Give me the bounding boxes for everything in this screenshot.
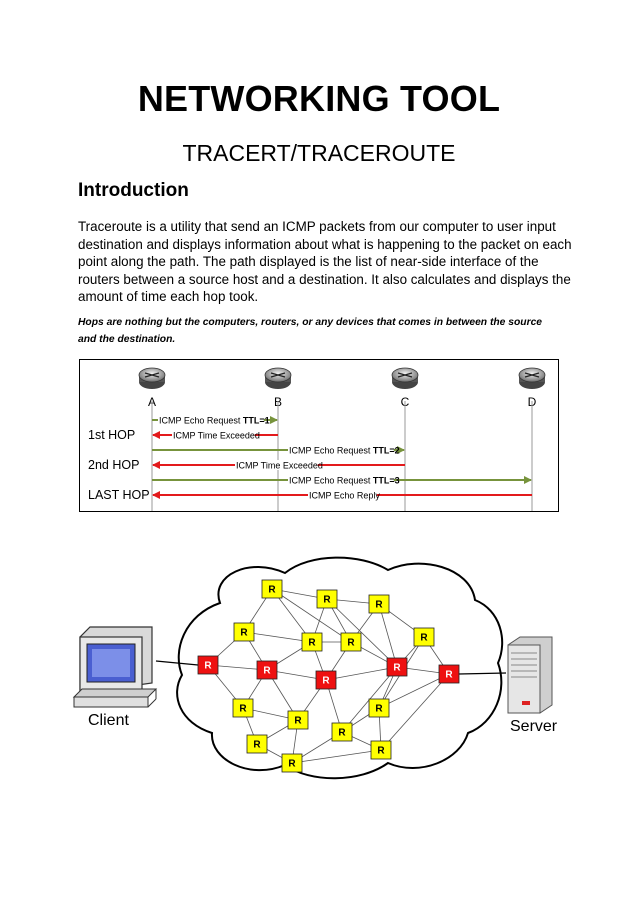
- router-node: R: [232, 698, 254, 718]
- router-node: R: [197, 655, 219, 675]
- intro-line: point along the path. The path displayed…: [78, 254, 539, 270]
- svg-text:R: R: [240, 628, 248, 639]
- router-node: R: [413, 627, 435, 647]
- router-node: R: [281, 753, 303, 773]
- section-heading: Introduction: [78, 180, 189, 201]
- router-node: R: [386, 657, 408, 677]
- network-link: [271, 588, 352, 643]
- message-label: ICMP Time Exceeded: [236, 461, 323, 471]
- router-icon: [138, 367, 166, 389]
- router-node: R: [340, 632, 362, 652]
- message-label: ICMP Time Exceeded: [173, 431, 260, 441]
- router-node: R: [287, 710, 309, 730]
- svg-text:R: R: [375, 704, 383, 715]
- network-link: [325, 666, 398, 681]
- message-label: ICMP Echo Request TTL=1: [159, 416, 270, 426]
- server-label: Server: [510, 718, 558, 735]
- router-node: R: [315, 670, 337, 690]
- intro-line: Traceroute is a utility that send an ICM…: [78, 219, 556, 234]
- message-label: ICMP Echo Reply: [309, 491, 380, 501]
- hop-label: 1st HOP: [88, 428, 135, 442]
- intro-line: amount of time each hop took.: [78, 289, 259, 305]
- svg-text:R: R: [294, 716, 302, 727]
- hops-line: Hops are nothing but the computers, rout…: [78, 317, 543, 328]
- intro-paragraph: Traceroute is a utility that send an ICM…: [78, 218, 572, 306]
- document-title: NETWORKING TOOL: [137, 78, 501, 119]
- router-node: R: [368, 594, 390, 614]
- router-node: R: [246, 734, 268, 754]
- svg-text:R: R: [322, 676, 330, 687]
- router-node: R: [261, 579, 283, 599]
- network-link: [291, 749, 382, 764]
- message-label: ICMP Echo Request TTL=3: [289, 476, 400, 486]
- svg-text:R: R: [420, 633, 428, 644]
- svg-text:R: R: [268, 585, 276, 596]
- svg-text:R: R: [377, 746, 385, 757]
- router-node: R: [256, 660, 278, 680]
- svg-text:R: R: [338, 728, 346, 739]
- intro-line: destination and displays information abo…: [78, 236, 572, 252]
- network-cloud: [176, 556, 504, 780]
- message-label: ICMP Echo Request TTL=2: [289, 446, 400, 456]
- svg-text:R: R: [347, 638, 355, 649]
- hop-label: 2nd HOP: [88, 458, 139, 472]
- network-link: [326, 598, 398, 668]
- svg-text:R: R: [375, 600, 383, 611]
- router-icon: [391, 367, 419, 389]
- svg-text:R: R: [204, 661, 212, 672]
- svg-text:R: R: [323, 595, 331, 606]
- network-diagram: R R R R R R R R R R R R R R R R R R R Client Server: [72, 556, 558, 780]
- intro-line: routers between a source host and a dest…: [78, 271, 571, 287]
- network-link: [243, 631, 313, 643]
- router-node: R: [368, 698, 390, 718]
- router-icon: [264, 367, 292, 389]
- router-node: R: [233, 622, 255, 642]
- router-node: R: [316, 589, 338, 609]
- hops-line: and the destination.: [78, 334, 176, 345]
- network-link: [380, 673, 450, 751]
- router-node: R: [331, 722, 353, 742]
- svg-text:R: R: [239, 704, 247, 715]
- hop-label: LAST HOP: [88, 488, 150, 502]
- svg-text:R: R: [393, 663, 401, 674]
- router-node: R: [301, 632, 323, 652]
- server-link: [458, 672, 507, 675]
- server-icon: [507, 636, 553, 714]
- svg-text:R: R: [288, 759, 296, 770]
- router-icon: [518, 367, 546, 389]
- client-label: Client: [88, 712, 129, 729]
- router-node: R: [370, 740, 392, 760]
- network-link: [378, 673, 450, 709]
- client-computer-icon: [72, 626, 158, 708]
- svg-text:R: R: [253, 740, 261, 751]
- hops-note: Hops are nothing but the computers, rout…: [78, 314, 573, 348]
- client-link: [155, 660, 199, 666]
- svg-text:R: R: [445, 670, 453, 681]
- document-subtitle: TRACERT/TRACEROUTE: [182, 140, 456, 166]
- svg-text:R: R: [308, 638, 316, 649]
- network-link: [378, 603, 398, 668]
- svg-text:R: R: [263, 666, 271, 677]
- router-node: R: [438, 664, 460, 684]
